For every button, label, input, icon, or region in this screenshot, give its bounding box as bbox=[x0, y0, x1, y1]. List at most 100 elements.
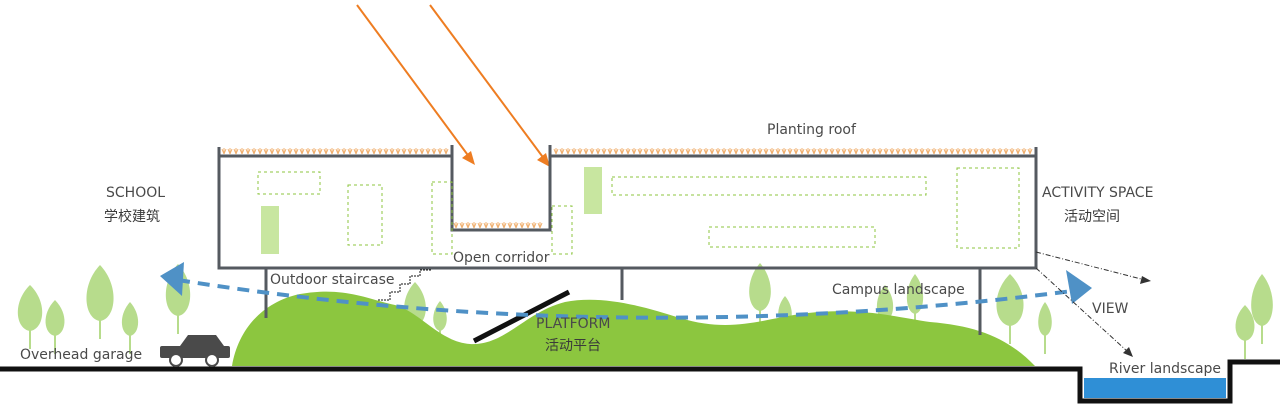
grass-tuft bbox=[329, 148, 335, 155]
grass-tuft bbox=[649, 148, 655, 155]
grass-tuft bbox=[401, 148, 407, 155]
grass-tuft bbox=[311, 148, 317, 155]
grass-tuft bbox=[637, 148, 643, 155]
grass-tuft bbox=[823, 148, 829, 155]
grass-tuft bbox=[565, 148, 571, 155]
grass-tuft bbox=[281, 148, 287, 155]
grass-tuft bbox=[703, 148, 709, 155]
grass-tuft bbox=[739, 148, 745, 155]
grass-tuft bbox=[811, 148, 817, 155]
grass-tuft bbox=[907, 148, 913, 155]
tree-icon bbox=[121, 302, 139, 336]
grass-tuft bbox=[949, 148, 955, 155]
car-icon bbox=[160, 335, 230, 367]
grass-tuft bbox=[419, 148, 425, 155]
grass-tuft bbox=[553, 148, 559, 155]
grass-tuft bbox=[513, 222, 519, 229]
grass-tuft bbox=[251, 148, 257, 155]
river-water bbox=[1084, 378, 1226, 398]
grass-tuft bbox=[377, 148, 383, 155]
label-school-cn: 学校建筑 bbox=[104, 208, 160, 225]
grass-tuft bbox=[275, 148, 281, 155]
grass-tuft bbox=[853, 148, 859, 155]
grass-tuft bbox=[829, 148, 835, 155]
grass-tuft bbox=[985, 148, 991, 155]
room-box bbox=[708, 226, 876, 248]
tree-icon bbox=[749, 263, 771, 311]
grass-tuft bbox=[471, 222, 477, 229]
grass-tuft bbox=[501, 222, 507, 229]
grass-tuft bbox=[453, 222, 459, 229]
grass-tuft bbox=[459, 222, 465, 229]
grass-tuft bbox=[317, 148, 323, 155]
grass-tuft bbox=[757, 148, 763, 155]
tree-icon bbox=[876, 285, 894, 321]
grass-tuft bbox=[817, 148, 823, 155]
grass-tuft bbox=[383, 148, 389, 155]
grass-tuft bbox=[335, 148, 341, 155]
grass-tuft bbox=[577, 148, 583, 155]
school-block-outline bbox=[217, 147, 1038, 270]
grass-tuft bbox=[425, 148, 431, 155]
tree-icon bbox=[45, 300, 65, 336]
grass-tuft bbox=[233, 148, 239, 155]
grass-tuft bbox=[781, 148, 787, 155]
grass-tuft bbox=[431, 148, 437, 155]
grass-tuft bbox=[389, 148, 395, 155]
grass-tuft bbox=[643, 148, 649, 155]
grass-tuft bbox=[269, 148, 275, 155]
grass-tuft bbox=[395, 148, 401, 155]
grass-tuft bbox=[1027, 148, 1033, 155]
ground-line bbox=[0, 359, 1280, 404]
grass-tuft bbox=[359, 148, 365, 155]
tree-icon bbox=[86, 265, 114, 321]
grass-tuft bbox=[443, 148, 449, 155]
label-open-corridor: Open corridor bbox=[453, 250, 550, 266]
view-line-lower bbox=[1035, 267, 1129, 353]
grass-tuft bbox=[437, 148, 443, 155]
grass-tuft bbox=[323, 148, 329, 155]
label-campus-landscape: Campus landscape bbox=[832, 282, 965, 298]
grass-tuft bbox=[667, 148, 673, 155]
sun-ray-left-head bbox=[462, 151, 475, 165]
room-box bbox=[257, 171, 321, 195]
label-school-en: SCHOOL bbox=[106, 185, 165, 201]
grass-tuft bbox=[991, 148, 997, 155]
grass-tuft bbox=[997, 148, 1003, 155]
room-box bbox=[551, 205, 573, 255]
grass-tuft bbox=[293, 148, 299, 155]
sun-ray-left bbox=[356, 4, 471, 159]
grass-tuft bbox=[371, 148, 377, 155]
grass-tuft bbox=[531, 222, 537, 229]
sun-ray-right-head bbox=[537, 153, 550, 167]
grass-tuft bbox=[525, 222, 531, 229]
labels: Planting roof SCHOOL 学校建筑 ACTIVITY SPACE… bbox=[20, 122, 1221, 377]
grass-tuft bbox=[841, 148, 847, 155]
view-line-upper bbox=[1035, 251, 1146, 281]
grass-tuft bbox=[775, 148, 781, 155]
grass-tuft bbox=[805, 148, 811, 155]
grass-tuft bbox=[1015, 148, 1021, 155]
grass-tuft bbox=[1021, 148, 1027, 155]
grass-tuft bbox=[495, 222, 501, 229]
room-block bbox=[261, 206, 279, 254]
grass-tuft bbox=[859, 148, 865, 155]
interior-solid-blocks bbox=[261, 167, 602, 254]
grass-tuft bbox=[895, 148, 901, 155]
view-arrow-right-icon bbox=[1066, 270, 1092, 304]
grass-tuft bbox=[347, 148, 353, 155]
grass-tuft bbox=[937, 148, 943, 155]
grass-tuft bbox=[721, 148, 727, 155]
interior-rooms bbox=[257, 167, 1020, 255]
grass-tuft bbox=[865, 148, 871, 155]
grass-tuft bbox=[697, 148, 703, 155]
grass-tuft bbox=[353, 148, 359, 155]
grass-tuft bbox=[257, 148, 263, 155]
grass-tuft bbox=[519, 222, 525, 229]
grass-tuft bbox=[973, 148, 979, 155]
tree-icon bbox=[996, 274, 1024, 326]
view-sightline bbox=[160, 262, 1092, 320]
grass-tuft bbox=[943, 148, 949, 155]
room-box bbox=[956, 167, 1020, 249]
